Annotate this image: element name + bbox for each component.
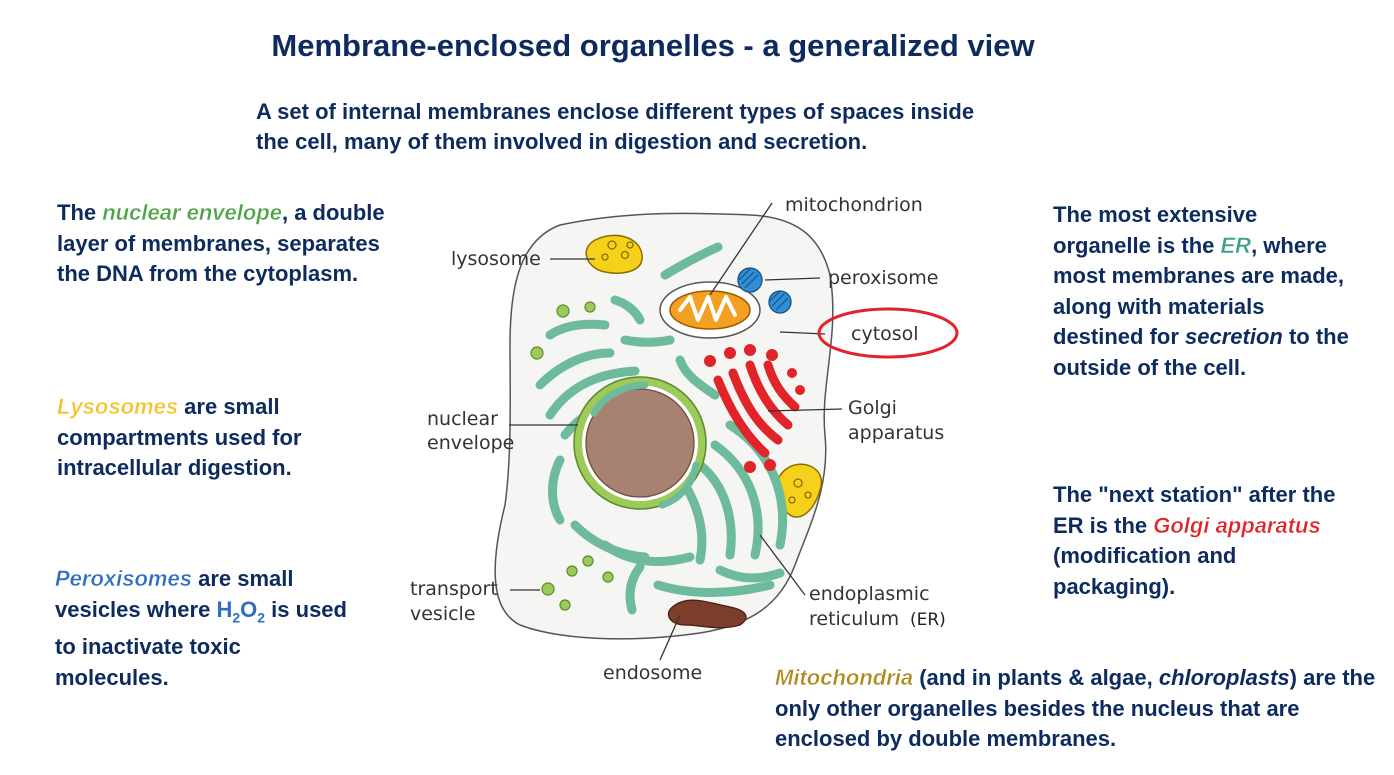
lysosomes-keyword: Lysosomes (57, 394, 179, 419)
nuclear-envelope-pre: The (57, 200, 103, 225)
mitochondrion (659, 281, 761, 339)
golgi-apparatus (713, 360, 800, 458)
er-mid: , where most membranes are made, along w… (1053, 232, 1345, 350)
transport-vesicles (530, 301, 614, 611)
peroxisome-2 (768, 290, 792, 314)
nuclear-envelope-keyword: nuclear envelope (102, 200, 282, 225)
label-peroxisome: peroxisome (828, 267, 938, 289)
label-cytosol: cytosol (851, 323, 919, 345)
h2o2-sub-1: 2 (232, 608, 241, 625)
peroxisomes-keyword: Peroxisomes (55, 566, 192, 591)
lysosomes-description: Lysosomes are small compartments used fo… (57, 392, 367, 484)
peroxisomes-post: is used to inactivate toxic molecules. (55, 596, 347, 690)
peroxisomes-description: Peroxisomes are small vesicles where H2O… (55, 564, 360, 693)
page-title: Membrane-enclosed organelles - a general… (271, 28, 1035, 63)
subtitle-line-1: A set of internal membranes enclose diff… (256, 99, 975, 124)
lysosome-right (775, 463, 823, 518)
subtitle-line-2: the cell, many of them involved in diges… (256, 129, 868, 154)
mitochondria-post: ) are the only other organelles besides … (775, 665, 1376, 751)
label-transport-vesicle-2: vesicle (410, 603, 476, 625)
er-description: The most extensive organelle is the ER, … (1053, 200, 1358, 383)
er-keyword: ER (1220, 232, 1252, 258)
label-nuclear-envelope-1: nuclear (427, 408, 498, 430)
label-nuclear-envelope-2: envelope (427, 432, 514, 454)
er-post: to the outside of the cell. (1053, 324, 1349, 380)
nuclear-envelope-description: The nuclear envelope, a double layer of … (57, 198, 407, 290)
secretion-emphasis: secretion (1185, 324, 1283, 349)
lysosomes-post: are small compartments used for intracel… (57, 394, 302, 480)
nucleus (573, 376, 707, 510)
cytosol-highlight-circle (817, 307, 959, 359)
label-golgi-2: apparatus (848, 422, 944, 444)
mitochondria-keyword: Mitochondria (775, 665, 914, 690)
label-endosome: endosome (603, 662, 702, 684)
label-er-2: reticulum (809, 608, 899, 630)
h2o2-formula: H2O2 (216, 596, 266, 625)
golgi-post: (modification and packaging). (1053, 543, 1237, 599)
h2o2-sub-2: 2 (257, 608, 266, 625)
label-mitochondrion: mitochondrion (785, 194, 923, 216)
nuclear-envelope-post: , a double layer of membranes, separates… (57, 200, 385, 286)
peroxisome-1 (737, 267, 763, 293)
mitochondria-mid: (and in plants & algae, (913, 665, 1159, 690)
golgi-pre: The "next station" after the ER is the (1053, 482, 1336, 538)
er-pre: The most extensive organelle is the (1053, 202, 1258, 258)
label-er-abbr: (ER) (910, 610, 946, 630)
mitochondria-description: Mitochondria (and in plants & algae, chl… (775, 663, 1385, 755)
peroxisomes-mid: are small vesicles where (55, 566, 294, 622)
lysosome-top (585, 234, 643, 274)
label-er-1: endoplasmic (809, 583, 930, 605)
golgi-vesicles (704, 344, 805, 473)
golgi-description: The "next station" after the ER is the G… (1053, 480, 1358, 602)
h2o2-o: O (240, 596, 258, 622)
h2o2-h: H (216, 596, 233, 622)
label-golgi-1: Golgi (848, 397, 897, 419)
label-lysosome: lysosome (451, 248, 541, 270)
label-transport-vesicle-1: transport (410, 578, 498, 600)
endosome (667, 599, 747, 629)
cell-diagram: mitochondrion lysosome peroxisome cytoso… (410, 194, 959, 684)
golgi-keyword: Golgi apparatus (1153, 512, 1321, 538)
subtitle: A set of internal membranes enclose diff… (256, 97, 1136, 157)
chloroplasts-emphasis: chloroplasts (1158, 665, 1290, 690)
leader-lines (509, 202, 843, 661)
